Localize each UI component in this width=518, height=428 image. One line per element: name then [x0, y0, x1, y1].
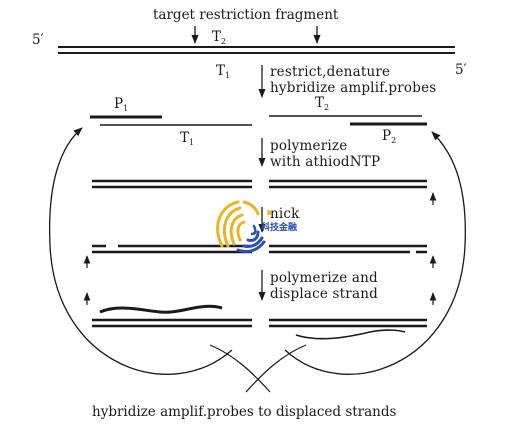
p-subscript: 2 [391, 136, 397, 145]
crossing-arc-right [245, 344, 307, 393]
recycle-loop-left [48, 127, 233, 375]
t-subscript: 1 [225, 71, 231, 80]
five-prime-right: 5′ [455, 62, 467, 78]
step-nick: nick [270, 206, 300, 222]
label-p1: P1 [114, 96, 128, 117]
p-letter: P [114, 96, 124, 112]
t-subscript: 2 [324, 103, 330, 112]
bottom-caption: hybridize amplif.probes to displaced str… [92, 404, 397, 420]
step-polymerize: polymerize with athiodNTP [270, 138, 380, 170]
label-t1-top: T1 [216, 63, 230, 84]
displaced-strand-left [99, 304, 223, 314]
t-subscript: 1 [189, 138, 195, 147]
label-t2-mid: T2 [315, 95, 329, 116]
p-subscript: 1 [123, 104, 129, 113]
step-displace-line2: displace strand [270, 286, 378, 302]
step-displace-line1: polymerize and [270, 270, 378, 286]
crossing-arc-left [209, 344, 271, 393]
diagram-title: target restriction fragment [153, 7, 339, 23]
recycle-loop-right [284, 131, 466, 375]
watermark-text: 科技金融 [261, 223, 298, 233]
label-t1-mid: T1 [180, 130, 194, 151]
displaced-strand-right [295, 329, 406, 340]
step-restrict: restrict,denature hybridize amplif.probe… [270, 64, 436, 96]
t-letter: T [315, 95, 325, 111]
step-polymerize-line1: polymerize [270, 138, 348, 154]
step-restrict-line2: hybridize amplif.probes [270, 80, 437, 96]
step-nick-label: nick [270, 206, 300, 222]
step-displace: polymerize and displace strand [270, 270, 378, 302]
watermark-logo: 科技金融 [208, 196, 318, 258]
t-letter: T [212, 29, 222, 45]
step-restrict-line1: restrict,denature [270, 64, 391, 80]
label-t2-top: T2 [212, 29, 226, 50]
step-polymerize-line2: with athiodNTP [270, 154, 381, 170]
p-letter: P [382, 128, 392, 144]
t-letter: T [180, 130, 190, 146]
t-letter: T [216, 63, 226, 79]
label-p2: P2 [382, 128, 396, 149]
fingerprint-icon [216, 200, 272, 254]
t-subscript: 2 [221, 37, 227, 46]
five-prime-left: 5′ [32, 32, 44, 48]
